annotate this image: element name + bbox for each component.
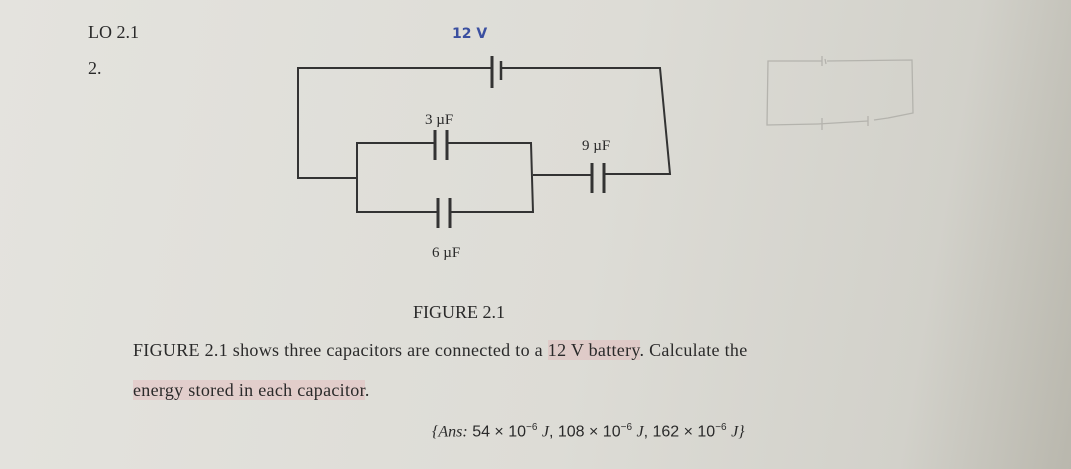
capacitor-6uF: [436, 198, 452, 228]
highlighted-text: 12 V battery: [547, 340, 640, 360]
capacitor-9uF: [590, 163, 606, 193]
pencil-sketch: [766, 56, 914, 130]
capacitor-3uF: [433, 130, 449, 160]
exponent: −6: [526, 422, 538, 433]
question-line-2: energy stored in each capacitor.: [133, 380, 370, 401]
battery-voltage-handwritten: 12 V: [452, 26, 488, 42]
circuit-wires: [297, 67, 672, 213]
figure-caption: FIGURE 2.1: [413, 302, 506, 322]
battery-symbol: [490, 56, 503, 88]
exponent: −6: [715, 422, 727, 433]
capacitor-label-9uF: 9 µF: [582, 138, 611, 154]
highlighted-text: energy stored in each capacitor: [133, 380, 365, 400]
answer-close: }: [738, 423, 745, 441]
question-number: 2.: [88, 58, 102, 78]
question-text: . Calculate the: [639, 340, 748, 360]
question-text: FIGURE 2.1 shows three capacitors are co…: [133, 340, 548, 360]
unit: J: [636, 423, 644, 441]
answer-value: 162 × 10: [652, 423, 716, 441]
unit: J: [731, 423, 739, 441]
answer-line: {Ans: 54 × 10−6 J, 108 × 10−6 J, 162 × 1…: [432, 422, 745, 441]
capacitor-label-3uF: 3 µF: [425, 112, 454, 128]
unit: J: [541, 423, 549, 441]
capacitor-label-6uF: 6 µF: [432, 245, 461, 261]
answer-value: 108 × 10: [557, 423, 621, 441]
exponent: −6: [620, 422, 633, 433]
question-text: .: [364, 380, 370, 400]
answer-value: 54 × 10: [472, 423, 527, 441]
learning-outcome: LO 2.1: [88, 22, 139, 42]
answer-prefix: {Ans:: [432, 423, 468, 441]
question-line-1: FIGURE 2.1 shows three capacitors are co…: [133, 340, 748, 361]
